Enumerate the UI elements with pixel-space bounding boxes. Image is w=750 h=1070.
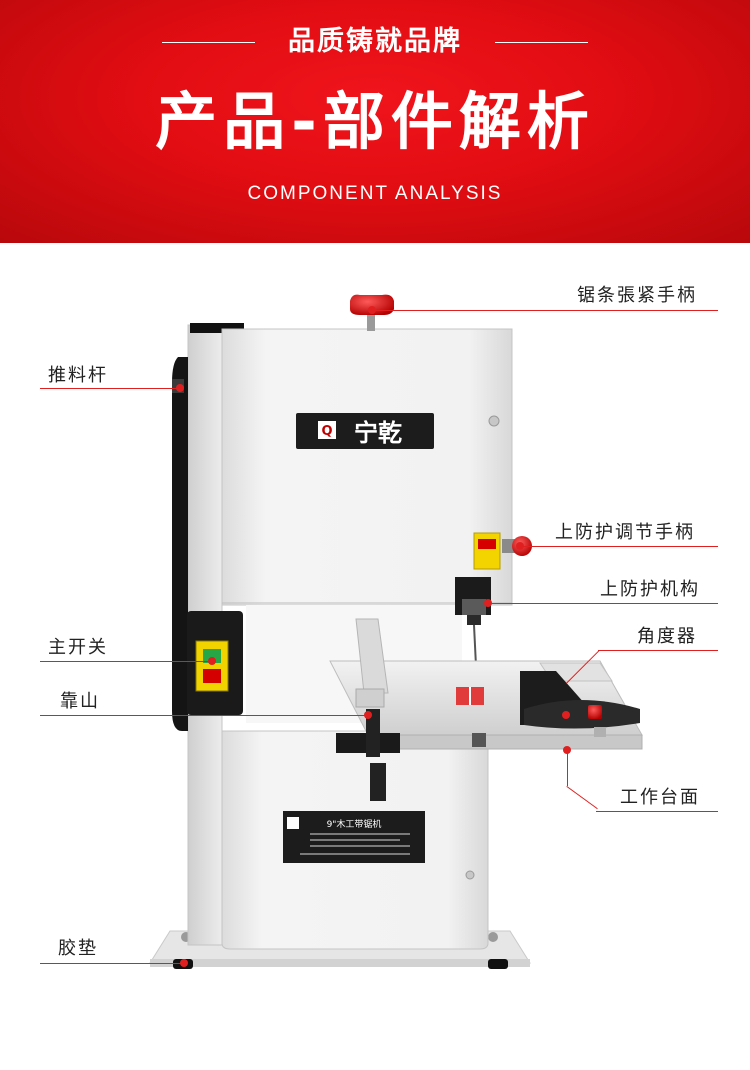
angle-gauge	[520, 671, 640, 729]
leader-work-table-h	[596, 811, 718, 812]
nameplate-title: 9"木工带锯机	[327, 818, 382, 830]
callout-blade-tension-handle: 锯条張紧手柄	[577, 285, 697, 306]
tagline-row: 品质铸就品牌	[0, 22, 750, 62]
callout-fence: 靠山	[60, 691, 100, 712]
leader-upper-guard-mechanism	[488, 603, 718, 604]
brand-name: 宁乾	[354, 419, 402, 447]
leader-blade-tension-handle	[372, 310, 718, 311]
tagline: 品质铸就品牌	[288, 26, 462, 57]
dot-rubber-pad	[180, 959, 188, 967]
leader-fence	[40, 715, 368, 716]
dot-upper-guard-mechanism	[484, 599, 492, 607]
tagline-rule-left	[162, 42, 255, 43]
dot-main-switch	[208, 657, 216, 665]
fence	[336, 618, 400, 801]
callout-angle-gauge: 角度器	[637, 626, 697, 647]
header-banner: 品质铸就品牌 产品-部件解析 COMPONENT ANALYSIS	[0, 0, 750, 243]
brand-badge: Q	[321, 424, 332, 439]
page-subtitle: COMPONENT ANALYSIS	[247, 183, 503, 204]
nameplate: 9"木工带锯机	[283, 811, 425, 863]
leader-rubber-pad	[40, 963, 184, 964]
warning-sticker	[473, 532, 501, 570]
callout-work-table: 工作台面	[620, 787, 700, 808]
upper-guard-mechanism	[455, 577, 491, 625]
upper-housing	[221, 328, 513, 606]
page-title: 产品-部件解析	[155, 85, 595, 158]
blade-tension-handle	[350, 294, 394, 331]
callout-main-switch: 主开关	[48, 637, 108, 658]
callout-upper-guard-adjust-handle: 上防护调节手柄	[555, 522, 695, 543]
tagline-rule-right	[495, 42, 588, 43]
band-saw-illustration: Q 宁乾	[149, 294, 643, 969]
dot-angle-gauge	[562, 711, 570, 719]
dot-fence	[364, 711, 372, 719]
lower-guide	[472, 733, 486, 747]
leader-upper-guard-adjust-handle	[520, 546, 718, 547]
leader-angle-gauge-h	[598, 650, 718, 651]
push-rod	[172, 357, 188, 731]
dot-blade-tension-handle	[368, 306, 376, 314]
table-bolt	[594, 727, 606, 737]
dot-upper-guard-adjust-handle	[516, 542, 524, 550]
callout-push-rod: 推料杆	[48, 365, 108, 386]
callout-upper-guard-mechanism: 上防护机构	[600, 579, 700, 600]
product-scene: Q 宁乾	[0, 243, 750, 1070]
callout-rubber-pad: 胶垫	[58, 938, 98, 959]
dot-push-rod	[176, 384, 184, 392]
leader-main-switch	[40, 661, 212, 662]
leader-work-table-v	[567, 750, 568, 786]
brand-plate: Q 宁乾	[296, 413, 434, 449]
leader-push-rod	[40, 388, 180, 389]
dot-work-table	[563, 746, 571, 754]
